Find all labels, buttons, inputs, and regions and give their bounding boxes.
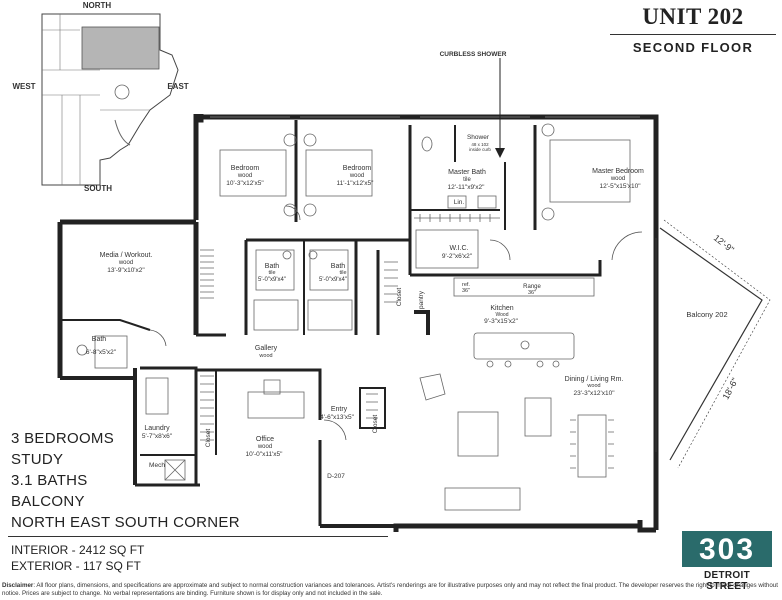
disclaimer: Disclaimer: All floor plans, dimensions,…	[2, 582, 780, 597]
shower-callout-arrow	[495, 148, 505, 158]
logo-number: 303	[682, 531, 772, 567]
compass-east: EAST	[167, 82, 188, 91]
curbless-shower-label: CURBLESS SHOWER	[440, 51, 507, 58]
dining-name: Dining / Living Rm.	[565, 376, 624, 383]
furniture	[76, 123, 631, 511]
office-name: Office	[256, 436, 274, 443]
compass-south: SOUTH	[84, 184, 112, 193]
range-label: Range	[523, 284, 541, 290]
lin-label: Lin.	[454, 199, 465, 206]
laundry-size: 5'-7"x8'x6"	[142, 433, 173, 440]
bath-a-name: Bath	[265, 263, 280, 270]
mech-label: Mech	[149, 462, 165, 469]
logo-number-text: 303	[698, 533, 756, 566]
range-size: 36"	[528, 290, 536, 296]
balcony	[655, 219, 771, 469]
title-block: UNIT 202 SECOND FLOOR	[608, 4, 778, 55]
master-bedroom-size: 12'-5"x15'x10"	[599, 183, 641, 190]
bedroom1-finish: wood	[237, 173, 252, 179]
bedroom1-name: Bedroom	[231, 165, 260, 172]
master-bath-size: 12'-11"x9'x2"	[448, 184, 486, 191]
master-bedroom-finish: wood	[610, 176, 625, 182]
feature-item: BALCONY	[11, 493, 85, 510]
closet1-label: Closet	[396, 288, 403, 307]
dining-size: 23'-3"x12'x10"	[573, 390, 615, 397]
master-bath-name: Master Bath	[448, 169, 486, 176]
gallery-finish: wood	[258, 353, 272, 359]
media-name: Media / Workout.	[100, 252, 153, 259]
wic-name: W.I.C.	[449, 245, 468, 252]
brand-logo: 303 DETROIT STREET	[682, 531, 772, 592]
closet3-label: Closet	[372, 415, 379, 434]
balcony-dim1: 12'-9"	[712, 233, 736, 255]
bedroom2-finish: wood	[349, 173, 364, 179]
pantry-label: pantry	[418, 290, 425, 309]
bedroom2-size: 11'-1"x12'x5"	[337, 180, 375, 187]
closet2-label: Closet	[205, 429, 212, 448]
logo-street: DETROIT STREET	[704, 570, 750, 592]
ref-size: 36"	[462, 288, 470, 294]
feature-item: NORTH EAST SOUTH CORNER	[11, 514, 240, 531]
balcony-dim2: 18'-6"	[721, 376, 741, 401]
kitchen-size: 9'-3"x15'x2"	[484, 318, 519, 325]
feature-item: STUDY	[11, 451, 64, 468]
compass-north: NORTH	[83, 1, 112, 10]
shower-note1: 48 x 102	[471, 142, 489, 147]
area-list: INTERIOR - 2412 SQ FT EXTERIOR - 117 SQ …	[11, 542, 144, 574]
bath-b-finish: tile	[339, 270, 346, 276]
kitchen-finish: Wood	[496, 312, 509, 318]
balcony-name: Balcony 202	[686, 310, 727, 319]
bath-a-finish: tile	[268, 270, 275, 276]
laundry-name: Laundry	[144, 425, 170, 432]
dining-finish: wood	[586, 383, 600, 389]
compass-west: WEST	[12, 82, 35, 91]
disclaimer-label: Disclaimer	[2, 582, 34, 589]
disclaimer-text: : All floor plans, dimensions, and speci…	[2, 582, 778, 597]
unit-title: UNIT 202	[642, 4, 744, 29]
gallery-name: Gallery	[255, 345, 278, 352]
plan-labels: NORTH SOUTH EAST WEST CURBLESS SHOWER Be…	[12, 1, 740, 480]
bath-b-name: Bath	[331, 263, 346, 270]
feature-item: 3.1 BATHS	[11, 472, 88, 489]
media-finish: wood	[118, 260, 133, 266]
key-plan	[39, 11, 179, 186]
door-label: D-207	[327, 473, 345, 480]
kitchen-name: Kitchen	[490, 305, 513, 312]
feature-item: 3 BEDROOMS	[11, 430, 115, 447]
master-bath-finish: tile	[463, 177, 471, 183]
office-finish: wood	[257, 444, 272, 450]
interior-area: INTERIOR - 2412 SQ FT	[11, 543, 145, 557]
bedroom2-name: Bedroom	[343, 165, 372, 172]
master-bedroom-name: Master Bedroom	[592, 168, 644, 175]
ref-label: ref.	[462, 282, 470, 288]
entry-name: Entry	[331, 406, 348, 413]
entry-size: 4'-6"x13'x5"	[320, 414, 355, 421]
floor-title: SECOND FLOOR	[632, 40, 754, 55]
unit-highlight	[81, 26, 160, 70]
bedroom1-size: 10'-3"x12'x5"	[226, 180, 264, 187]
bath-b-size: 5'-0"x9'x4"	[319, 277, 347, 283]
wic-size: 9'-2"x6'x2"	[442, 253, 473, 260]
features-list: 3 BEDROOMS STUDY 3.1 BATHS BALCONY NORTH…	[11, 428, 240, 533]
bath-c-size: 6'-8"x5'x2"	[86, 349, 117, 356]
features-rule	[8, 536, 388, 537]
exterior-area: EXTERIOR - 117 SQ FT	[11, 559, 141, 573]
office-size: 10'-0"x11'x5"	[246, 451, 284, 458]
media-size: 13'-9"x10'x2"	[107, 267, 145, 274]
title-rule	[610, 34, 776, 35]
bath-c-name: Bath	[92, 336, 107, 343]
bath-a-size: 5'-0"x9'x4"	[258, 277, 286, 283]
shower-note2: inside curb	[469, 147, 491, 152]
shower-name: Shower	[467, 134, 490, 141]
